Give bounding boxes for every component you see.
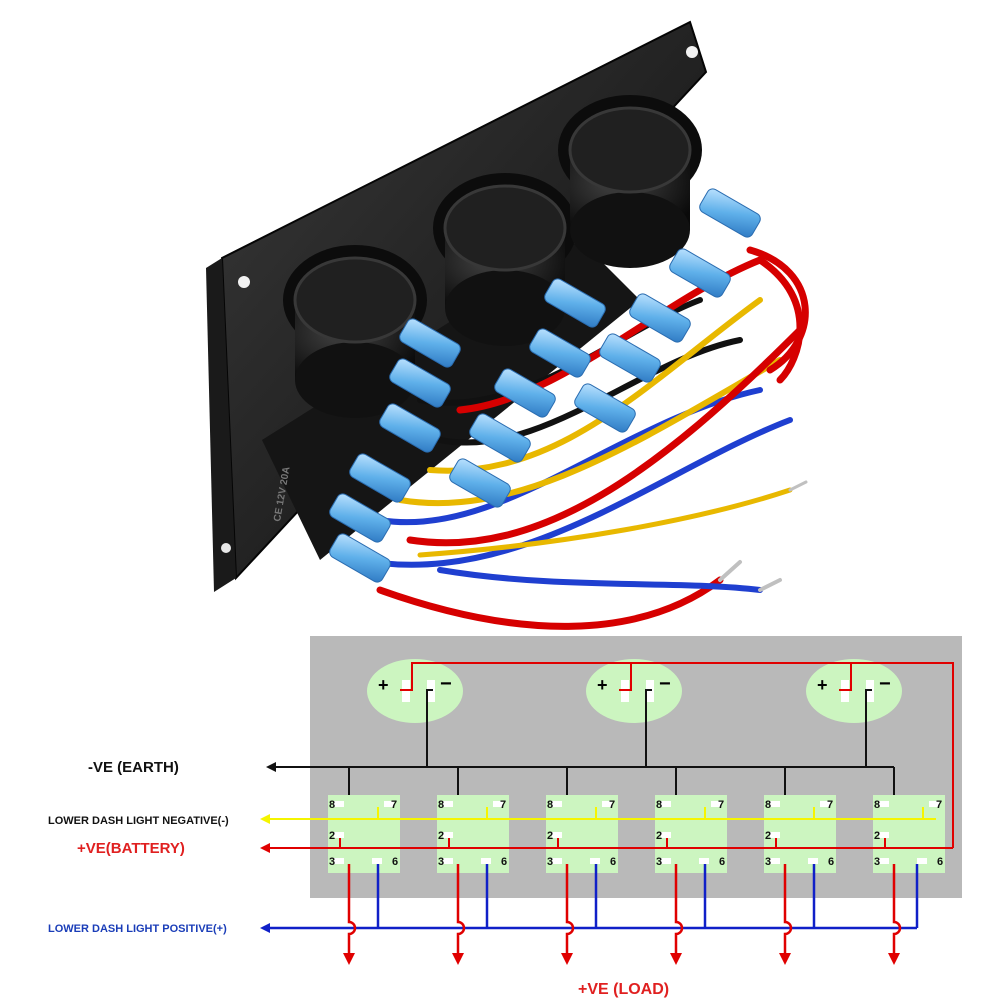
- mount-hole-icon: [686, 46, 698, 58]
- pin-8-label: 8: [438, 799, 444, 811]
- crimp-terminals: [329, 188, 761, 583]
- pin-6-label: 6: [501, 856, 507, 868]
- pin-7-label: 7: [391, 799, 397, 811]
- pin-7-label: 7: [609, 799, 615, 811]
- pin-6-label: 6: [610, 856, 616, 868]
- socket-plus-label: +: [817, 675, 828, 695]
- earth-label: -VE (EARTH): [88, 759, 179, 776]
- power-socket-middle: [433, 173, 577, 346]
- pin-3-label: 3: [329, 856, 335, 868]
- pin-2-label: 2: [765, 830, 771, 842]
- wiring-diagram: + − + − + −: [48, 636, 962, 998]
- usb-socket-2: + −: [586, 659, 682, 723]
- battery-wire-sockets: [400, 662, 954, 848]
- pin-3-label: 3: [438, 856, 444, 868]
- mount-hole-icon: [221, 543, 231, 553]
- pin-2-label: 2: [656, 830, 662, 842]
- pin-3-label: 3: [656, 856, 662, 868]
- pin-3-label: 3: [765, 856, 771, 868]
- battery-wiring: [260, 838, 953, 853]
- pin-8-label: 8: [656, 799, 662, 811]
- power-socket-left: [283, 245, 427, 418]
- battery-label: +VE(BATTERY): [77, 840, 185, 857]
- light-positive-wiring: [260, 864, 919, 933]
- pin-7-label: 7: [500, 799, 506, 811]
- power-socket-right: [558, 95, 702, 268]
- light-positive-label: LOWER DASH LIGHT POSITIVE(+): [48, 923, 227, 935]
- socket-minus-label: −: [659, 673, 671, 695]
- light-negative-wiring: [260, 807, 936, 824]
- load-arrow-icons: [343, 953, 900, 965]
- mount-hole-icon: [238, 276, 250, 288]
- socket-minus-label: −: [879, 673, 891, 695]
- pin-2-label: 2: [874, 830, 880, 842]
- pin-7-label: 7: [718, 799, 724, 811]
- socket-plus-label: +: [378, 675, 389, 695]
- pin-3-label: 3: [547, 856, 553, 868]
- load-label: +VE (LOAD): [578, 981, 669, 998]
- pin-8-label: 8: [329, 799, 335, 811]
- pin-2-label: 2: [547, 830, 553, 842]
- switch-terminals: [334, 801, 939, 864]
- pin-6-label: 6: [392, 856, 398, 868]
- load-output-wiring: [347, 864, 902, 955]
- pin-3-label: 3: [874, 856, 880, 868]
- switch-panel-photo: CE 12V 20A: [206, 20, 809, 630]
- light-negative-label: LOWER DASH LIGHT NEGATIVE(-): [48, 815, 229, 827]
- switch-pin-labels: 8 7 2 3 6 8 7 2 3 6 8 7 2 3 6 8 7 2 3 6 …: [329, 799, 943, 868]
- usb-socket-3: + −: [806, 659, 902, 723]
- usb-socket-1: + −: [367, 659, 463, 723]
- plate-edge: [206, 258, 236, 592]
- pin-8-label: 8: [547, 799, 553, 811]
- pin-2-label: 2: [329, 830, 335, 842]
- pin-6-label: 6: [719, 856, 725, 868]
- pin-7-label: 7: [827, 799, 833, 811]
- pin-6-label: 6: [937, 856, 943, 868]
- pin-7-label: 7: [936, 799, 942, 811]
- pin-2-label: 2: [438, 830, 444, 842]
- pin-8-label: 8: [765, 799, 771, 811]
- socket-plus-label: +: [597, 675, 608, 695]
- pin-8-label: 8: [874, 799, 880, 811]
- socket-minus-label: −: [440, 673, 452, 695]
- pin-6-label: 6: [828, 856, 834, 868]
